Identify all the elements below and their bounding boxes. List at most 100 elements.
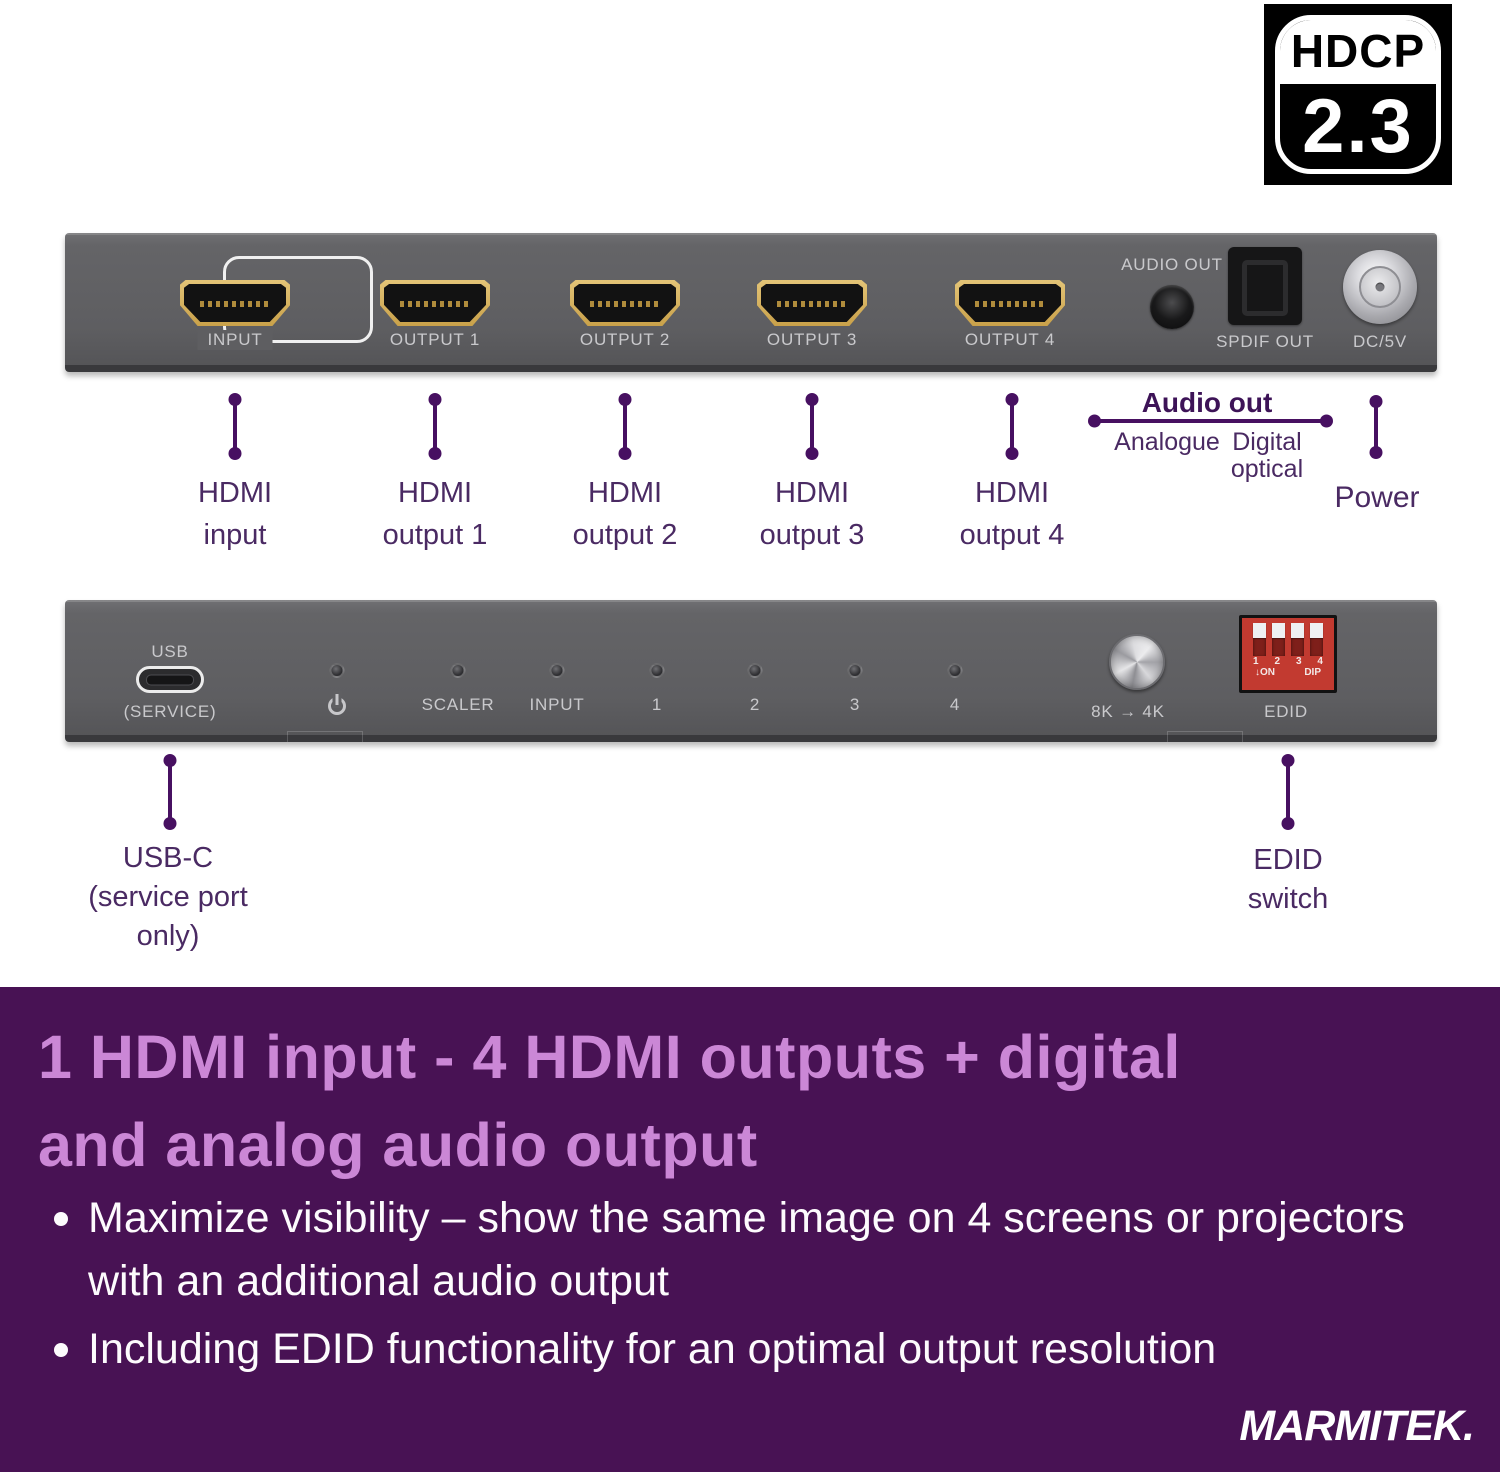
scaler-button[interactable] <box>1109 634 1165 690</box>
callout-label-line: (service port <box>88 881 248 913</box>
dip-handle[interactable] <box>1272 623 1285 638</box>
callout-line-hdmi-output4 <box>1010 399 1014 454</box>
callout-label-line: HDMI <box>587 477 663 509</box>
hdmi-output4-port <box>955 280 1065 326</box>
edid-dip-switch[interactable]: 1 2 3 4 ↓ON DIP <box>1239 615 1337 693</box>
brand-logo: MARMITEK. <box>1239 1402 1475 1450</box>
dip-slot-4[interactable] <box>1310 623 1323 656</box>
callout-line-audio-out <box>1093 419 1328 423</box>
dip-legend: ↓ON DIP <box>1253 667 1323 678</box>
callout-line-hdmi-output3 <box>810 399 814 454</box>
callout-label-edid: EDID switch <box>1248 841 1329 919</box>
callout-label-hdmi-output1: HDMI output 1 <box>383 472 488 556</box>
audio-out-port-label: AUDIO OUT <box>1121 255 1223 274</box>
dip-slot-2[interactable] <box>1272 623 1285 656</box>
hdmi-port-pins <box>974 300 1046 307</box>
callout-line-hdmi-input <box>233 399 237 454</box>
feature-item: Maximize visibility – show the same imag… <box>52 1187 1452 1313</box>
callout-label-hdmi-input: HDMI input <box>198 472 272 556</box>
hdcp-badge-frame: HDCP 2.3 <box>1275 15 1441 174</box>
hdmi-port-pins <box>399 300 471 307</box>
hdmi-output3-port <box>757 280 867 326</box>
spdif-port-label: SPDIF OUT <box>1216 332 1314 351</box>
dip-handle[interactable] <box>1253 623 1266 638</box>
dip-on-label: ↓ON <box>1255 667 1275 678</box>
dip-number: 2 <box>1274 656 1281 667</box>
callout-label-audio-out: Audio out <box>1141 387 1273 418</box>
output1-port-label: OUTPUT 1 <box>389 330 481 349</box>
front-panel: USB (SERVICE) SCALER INPUT 1 2 3 4 8K → … <box>65 600 1437 742</box>
hdcp-label: HDCP <box>1280 20 1436 84</box>
output3-led-label: 3 <box>849 695 861 714</box>
info-heading-line1: 1 HDMI input - 4 HDMI outputs + digital <box>38 1023 1181 1091</box>
dip-handle[interactable] <box>1291 623 1304 638</box>
output2-port-label: OUTPUT 2 <box>579 330 671 349</box>
feature-item: Including EDID functionality for an opti… <box>52 1318 1452 1381</box>
info-heading: 1 HDMI input - 4 HDMI outputs + digital … <box>38 1013 1181 1189</box>
output2-led <box>747 663 763 678</box>
callout-line-hdmi-output1 <box>433 399 437 454</box>
callout-label-power: Power <box>1334 481 1420 514</box>
usb-service-label: (SERVICE) <box>123 702 217 721</box>
callout-line-edid <box>1286 760 1290 824</box>
panel-seam <box>1167 731 1243 742</box>
output4-port-label: OUTPUT 4 <box>964 330 1056 349</box>
callout-label-analogue: Analogue <box>1114 428 1220 456</box>
callout-label-line: only) <box>136 920 200 952</box>
feature-list: Maximize visibility – show the same imag… <box>52 1187 1452 1381</box>
scaler-led-label: SCALER <box>421 695 495 714</box>
scaler-led <box>450 663 466 678</box>
callout-label-hdmi-output3: HDMI output 3 <box>760 472 865 556</box>
callout-label-line: output 1 <box>382 519 488 551</box>
power-led <box>329 663 345 678</box>
dip-slot-3[interactable] <box>1291 623 1304 656</box>
panel-seam <box>287 731 363 742</box>
callout-label-line: output 2 <box>572 519 678 551</box>
dc-port-label: DC/5V <box>1352 332 1408 351</box>
callout-label-line: Digital <box>1232 428 1302 456</box>
dc-power-port <box>1343 250 1417 324</box>
callout-label-line: switch <box>1247 883 1329 915</box>
usb-c-port <box>136 666 204 693</box>
output4-led-label: 4 <box>949 695 961 714</box>
hdmi-port-pins <box>199 300 271 307</box>
edid-switch-label: EDID <box>1264 702 1308 721</box>
dip-toggles[interactable] <box>1253 623 1323 656</box>
callout-label-line: optical <box>1230 455 1304 483</box>
callout-label-line: HDMI <box>397 477 473 509</box>
callout-label-line: output 3 <box>759 519 865 551</box>
callout-line-power <box>1374 401 1378 453</box>
audio-jack-port <box>1150 285 1194 329</box>
info-section: 1 HDMI input - 4 HDMI outputs + digital … <box>0 987 1500 1472</box>
callout-label-line: HDMI <box>974 477 1050 509</box>
dip-slot-1[interactable] <box>1253 623 1266 656</box>
callout-label-hdmi-output2: HDMI output 2 <box>573 472 678 556</box>
dip-dip-label: DIP <box>1304 667 1321 678</box>
info-heading-line2: and analog audio output <box>38 1111 758 1179</box>
dip-numbers: 1 2 3 4 <box>1253 656 1323 667</box>
callout-label-digital-optical: Digital optical <box>1231 429 1303 483</box>
output1-led-label: 1 <box>651 695 663 714</box>
output3-port-label: OUTPUT 3 <box>766 330 858 349</box>
callout-label-line: USB-C <box>122 842 214 874</box>
hdmi-port-pins <box>589 300 661 307</box>
output4-led <box>947 663 963 678</box>
callout-label-usb-c: USB-C (service port only) <box>88 839 248 956</box>
dip-handle[interactable] <box>1310 623 1323 638</box>
back-panel: INPUT OUTPUT 1 OUTPUT 2 OUTPUT 3 OUTPUT … <box>65 233 1437 372</box>
hdcp-badge: HDCP 2.3 <box>1264 4 1452 185</box>
dip-number: 4 <box>1317 656 1323 667</box>
output1-led <box>649 663 665 678</box>
output3-led <box>847 663 863 678</box>
callout-label-line: HDMI <box>774 477 850 509</box>
input-led <box>549 663 565 678</box>
scaler-button-label: 8K → 4K <box>1091 702 1165 721</box>
callout-label-line: input <box>203 519 267 551</box>
dip-number: 1 <box>1253 656 1259 667</box>
callout-label-hdmi-output4: HDMI output 4 <box>960 472 1065 556</box>
callout-label-line: HDMI <box>197 477 273 509</box>
callout-label-line: EDID <box>1253 844 1323 876</box>
input-led-label: INPUT <box>529 695 585 714</box>
callout-line-hdmi-output2 <box>623 399 627 454</box>
